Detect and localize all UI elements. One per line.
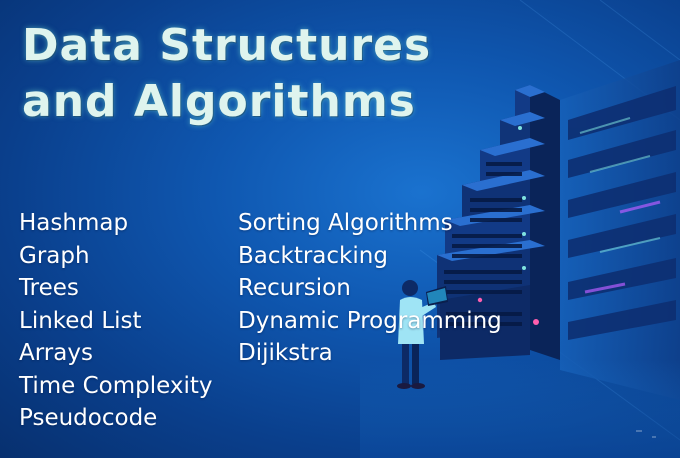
- topic-item: Graph: [19, 242, 90, 269]
- topic-item: Pseudocode: [19, 405, 158, 431]
- topics-left-list: Hashmap Graph Trees Linked List Arrays T…: [19, 207, 213, 435]
- topic-item: Dijikstra: [238, 340, 333, 366]
- topic-item: Hashmap: [19, 210, 129, 236]
- topic-item: Trees: [19, 275, 79, 301]
- topic-item: Time Complexity: [19, 372, 213, 399]
- title-line-1: Data Structures: [22, 20, 432, 71]
- topic-item: Dynamic Programming: [238, 307, 502, 334]
- topic-item: Sorting Algorithms: [238, 210, 453, 236]
- cabinet-wall: [560, 60, 680, 400]
- title-line-2: and Algorithms: [22, 76, 416, 127]
- topic-item: Backtracking: [238, 242, 388, 269]
- topic-item: Linked List: [19, 307, 142, 334]
- topics-right-list: Sorting Algorithms Backtracking Recursio…: [238, 207, 502, 370]
- server-tower: [437, 85, 560, 360]
- developer-figure: [397, 280, 448, 389]
- banner-title: Data Structures and Algorithms: [22, 18, 431, 130]
- topic-item: Arrays: [19, 340, 93, 366]
- decor-marks: [636, 430, 656, 438]
- topic-item: Recursion: [238, 275, 351, 301]
